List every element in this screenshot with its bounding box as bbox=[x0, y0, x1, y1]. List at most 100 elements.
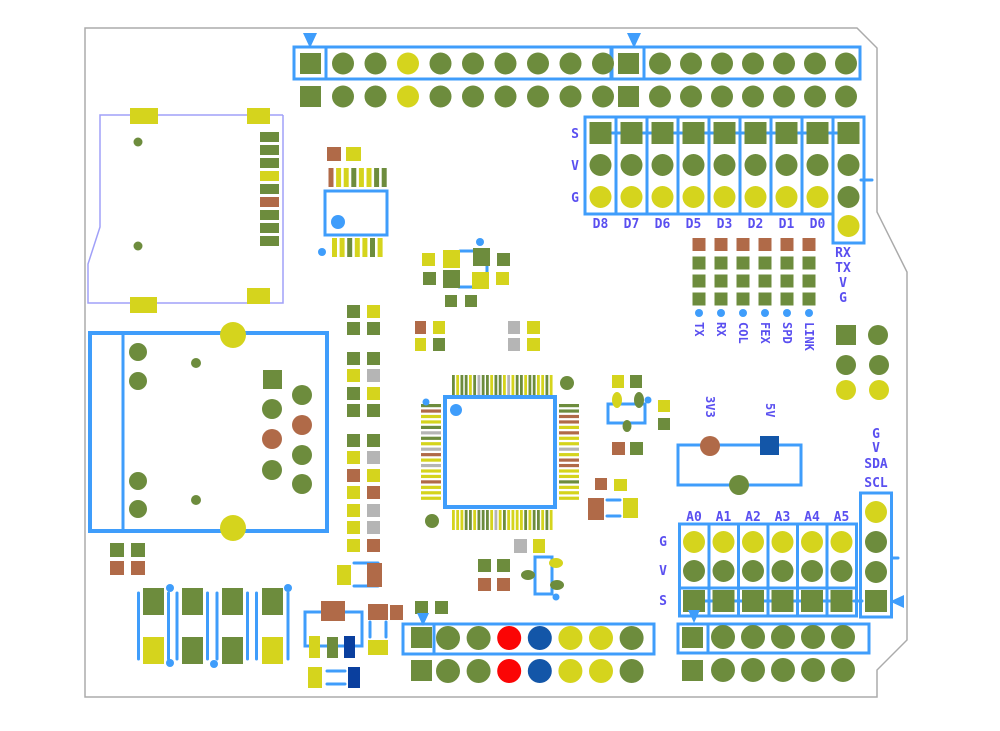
pad-hole bbox=[292, 415, 312, 435]
pad bbox=[222, 588, 243, 615]
pad-hole bbox=[466, 659, 491, 683]
pad bbox=[469, 510, 472, 530]
pad-hole bbox=[804, 85, 826, 108]
pad bbox=[527, 321, 540, 334]
pad bbox=[758, 292, 772, 306]
silkscreen-label-fex: FEX bbox=[758, 322, 772, 344]
pad bbox=[830, 590, 853, 612]
courtyard-box bbox=[642, 45, 862, 81]
pad bbox=[452, 375, 455, 395]
pad bbox=[658, 418, 670, 430]
pad bbox=[511, 510, 515, 530]
pad bbox=[760, 436, 779, 455]
pad bbox=[758, 238, 772, 251]
pad bbox=[344, 636, 355, 658]
pin1-arrow bbox=[890, 595, 904, 608]
pad bbox=[503, 375, 506, 395]
pad bbox=[802, 238, 816, 251]
silkscreen-label-sda: SDA bbox=[864, 457, 888, 472]
pad bbox=[415, 601, 428, 614]
pad bbox=[421, 414, 441, 419]
pad-hole bbox=[592, 52, 614, 75]
pad-hole bbox=[773, 52, 795, 75]
pad bbox=[524, 375, 528, 395]
pad-hole bbox=[837, 154, 860, 176]
pad-hole bbox=[831, 625, 855, 649]
pad bbox=[486, 510, 489, 530]
pad bbox=[367, 504, 380, 517]
pad-hole bbox=[830, 531, 853, 553]
pad-hole bbox=[700, 436, 720, 456]
pad bbox=[837, 122, 860, 144]
pad bbox=[481, 510, 485, 530]
pad-hole bbox=[133, 137, 143, 147]
pad bbox=[110, 543, 124, 557]
pad-hole bbox=[292, 385, 312, 405]
pad bbox=[347, 322, 360, 335]
pad bbox=[464, 510, 468, 530]
pad bbox=[367, 521, 380, 534]
pad bbox=[758, 256, 772, 270]
pad-hole bbox=[801, 625, 825, 649]
courtyard-box bbox=[323, 189, 389, 237]
pad bbox=[321, 601, 345, 621]
pad bbox=[507, 510, 511, 530]
pad bbox=[559, 442, 579, 446]
pad-hole bbox=[129, 472, 147, 490]
pad bbox=[347, 521, 360, 534]
pad bbox=[490, 375, 494, 395]
pad bbox=[433, 321, 445, 334]
pad-hole bbox=[835, 85, 857, 108]
pad bbox=[464, 375, 468, 395]
pad bbox=[692, 256, 706, 270]
pad bbox=[503, 510, 506, 530]
pad-hole bbox=[649, 52, 671, 75]
pad bbox=[433, 338, 445, 351]
pad bbox=[537, 375, 540, 395]
pad bbox=[367, 387, 380, 400]
pad bbox=[351, 168, 357, 187]
pad bbox=[421, 458, 441, 462]
pad bbox=[651, 122, 674, 144]
pad bbox=[478, 559, 491, 572]
pin1-dot bbox=[783, 309, 791, 317]
pad bbox=[736, 238, 750, 251]
pad bbox=[347, 539, 360, 552]
pad bbox=[411, 660, 432, 681]
silkscreen-label-d1: D1 bbox=[779, 217, 795, 232]
pad-hole bbox=[589, 659, 613, 683]
pad bbox=[714, 274, 728, 288]
pad bbox=[477, 510, 481, 530]
pad bbox=[421, 425, 441, 429]
silkscreen-label-v: V bbox=[659, 564, 667, 579]
pad bbox=[390, 605, 403, 620]
pad bbox=[559, 431, 579, 435]
pad bbox=[712, 590, 735, 612]
pad bbox=[421, 436, 441, 440]
pin1-dot bbox=[717, 309, 725, 317]
pad bbox=[262, 588, 283, 615]
pad bbox=[541, 375, 545, 395]
silkscreen-label-d2: D2 bbox=[748, 217, 764, 232]
pin1-dot bbox=[761, 309, 769, 317]
pad-hole bbox=[771, 625, 795, 649]
silkscreen-label-a2: A2 bbox=[745, 510, 761, 525]
pad-hole bbox=[680, 85, 702, 108]
pad-hole bbox=[129, 372, 147, 390]
pad bbox=[309, 636, 320, 658]
pin1-dot bbox=[805, 309, 813, 317]
silkscreen-label-a1: A1 bbox=[716, 510, 732, 525]
pad-hole bbox=[559, 52, 582, 75]
pad bbox=[222, 637, 243, 664]
pad bbox=[736, 274, 750, 288]
pad bbox=[182, 637, 203, 664]
pad bbox=[545, 375, 549, 395]
pad bbox=[367, 369, 380, 382]
pad bbox=[421, 469, 441, 473]
silkscreen-label-g: G bbox=[571, 191, 579, 206]
pad bbox=[595, 478, 607, 490]
pad-hole bbox=[806, 154, 829, 176]
pad-hole bbox=[527, 52, 549, 75]
pad bbox=[358, 168, 364, 187]
